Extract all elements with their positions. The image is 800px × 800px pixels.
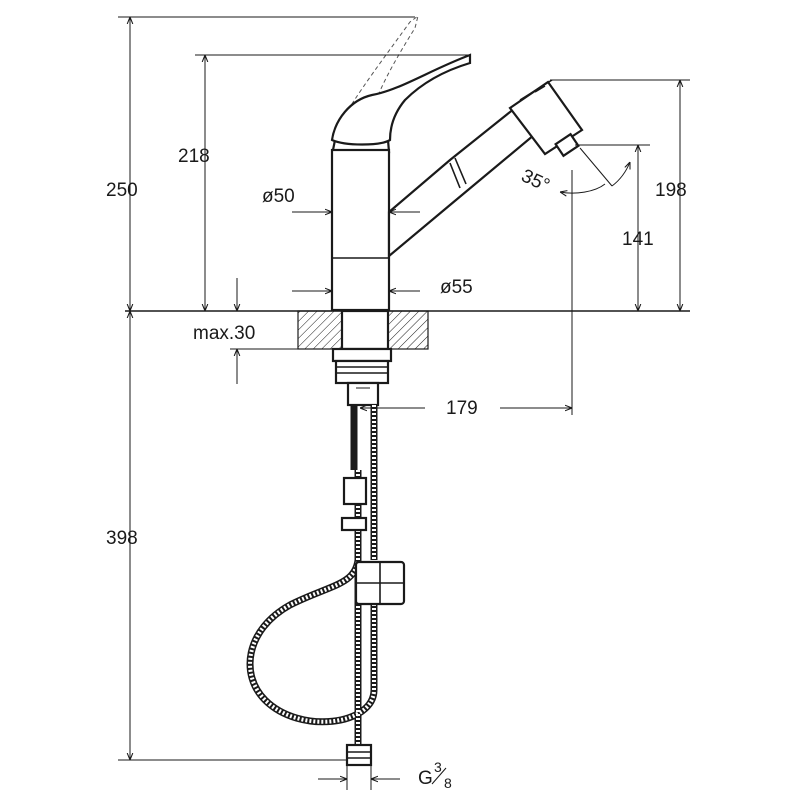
total-height-label: 250 (106, 180, 138, 201)
body-diameter-top-label: ø50 (262, 186, 295, 207)
swivel-angle-label: 35° (518, 165, 553, 196)
outlet-height-label: 141 (622, 229, 654, 250)
thread-numerator: 3 (434, 759, 442, 775)
hose-length-label: 398 (106, 528, 138, 549)
supply-hoses (246, 405, 406, 767)
thread-denominator: 8 (444, 775, 452, 791)
lever-height-label: 218 (178, 146, 210, 167)
connection-thread-label: G 3 8 (418, 759, 452, 791)
body-diameter-base-label: ø55 (440, 277, 473, 298)
countertop-section (125, 310, 690, 350)
thread-letter: G (418, 768, 433, 789)
max-counter-thickness-label: max.30 (193, 323, 255, 344)
spout-reach-label: 179 (446, 398, 478, 419)
spout-height-label: 198 (655, 180, 687, 201)
faucet-body (330, 14, 584, 407)
dimension-lines (118, 16, 690, 790)
